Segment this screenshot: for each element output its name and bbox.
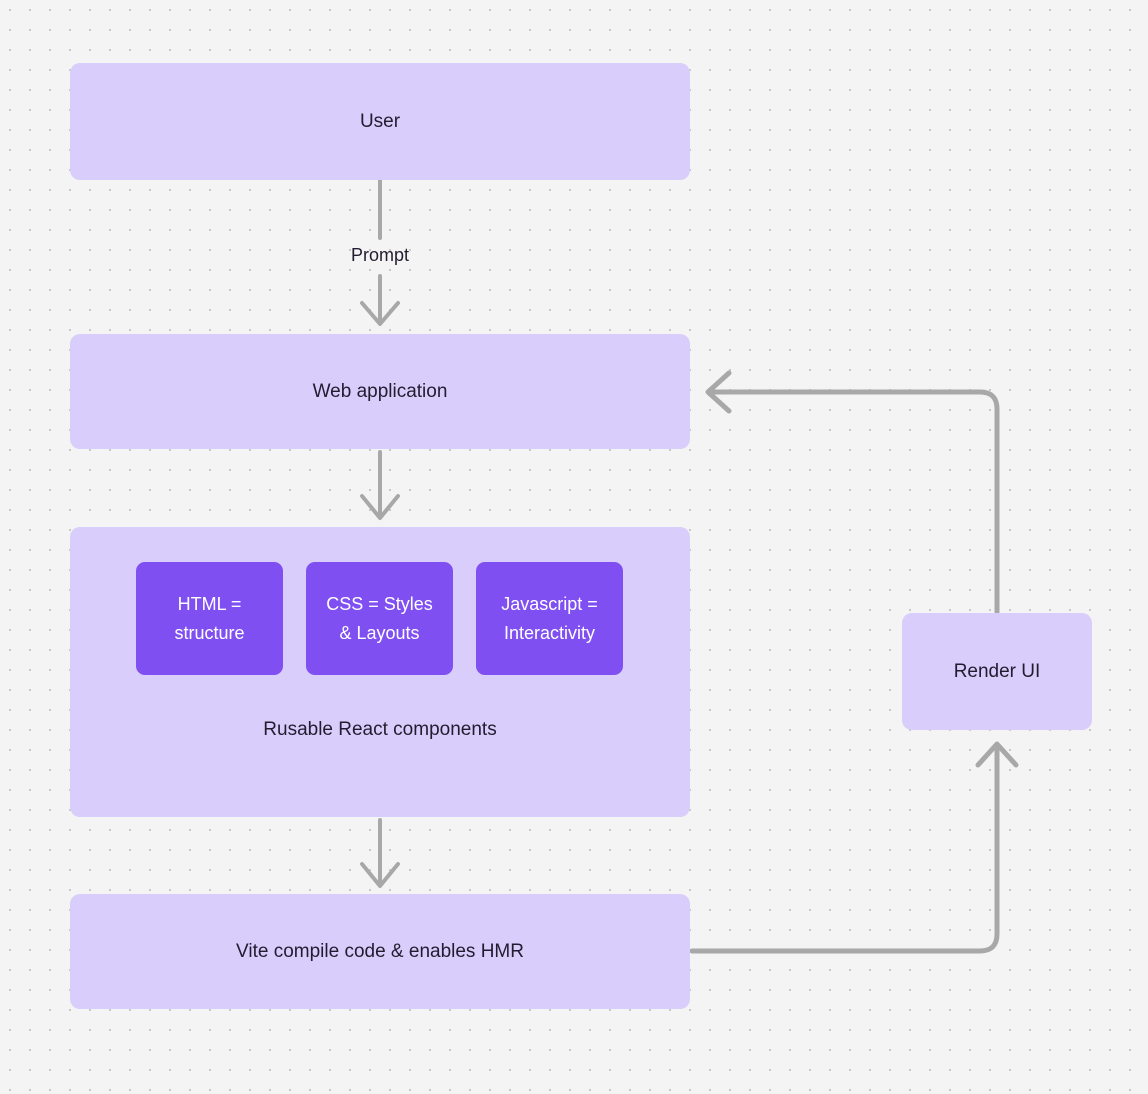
node-javascript[interactable]: Javascript = Interactivity <box>476 562 623 675</box>
node-css[interactable]: CSS = Styles & Layouts <box>306 562 453 675</box>
connector-renderui-to-webapp <box>709 389 1000 615</box>
edge-label-prompt-text: Prompt <box>350 245 410 265</box>
node-vite[interactable]: Vite compile code & enables HMR <box>70 894 690 1009</box>
node-render-ui[interactable]: Render UI <box>902 613 1092 730</box>
node-react-group-label: Rusable React components <box>70 719 690 741</box>
arrowhead-react-to-vite <box>360 862 400 888</box>
node-react-group-label-text: Rusable React components <box>263 719 497 740</box>
node-user-label: User <box>359 110 401 132</box>
node-vite-label: Vite compile code & enables HMR <box>236 940 524 962</box>
node-javascript-label-line2: Interactivity <box>503 622 596 643</box>
node-web-application-label: Web application <box>312 380 448 402</box>
node-css-label-line1: CSS = Styles <box>326 593 433 614</box>
node-html-label-line1: HTML = <box>177 593 242 614</box>
edge-label-prompt: Prompt <box>330 245 430 266</box>
node-html-label-line2: structure <box>174 622 245 643</box>
node-user[interactable]: User <box>70 63 690 180</box>
node-render-ui-label: Render UI <box>953 660 1041 682</box>
arrowhead-renderui-to-webapp <box>705 370 732 414</box>
node-css-label-line2: & Layouts <box>339 622 420 643</box>
arrowhead-webapp-to-react <box>360 494 400 520</box>
arrowhead-prompt-to-webapp <box>360 301 400 326</box>
connector-vite-to-renderui <box>689 745 1000 954</box>
node-web-application[interactable]: Web application <box>70 334 690 449</box>
node-javascript-label-line1: Javascript = <box>501 593 598 614</box>
arrowhead-vite-to-renderui <box>975 741 1019 768</box>
node-html[interactable]: HTML = structure <box>136 562 283 675</box>
